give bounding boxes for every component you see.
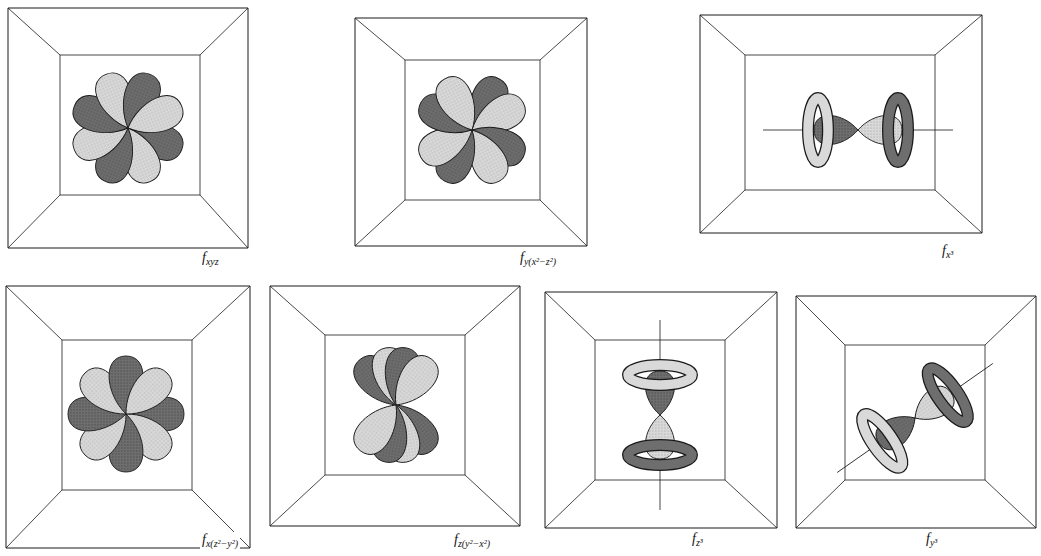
cube-depth-edge xyxy=(935,190,982,233)
cube-depth-edge xyxy=(192,286,250,340)
cube-back-edge xyxy=(405,60,540,200)
orbital-label: fxyz xyxy=(200,250,221,268)
orbital-lobe xyxy=(430,71,487,138)
cube-depth-edge xyxy=(985,480,1036,528)
orbital-cube xyxy=(700,15,982,233)
cube-front-edge xyxy=(270,286,520,526)
orbital-cube xyxy=(355,18,587,246)
cube-back-edge xyxy=(62,340,192,490)
cube-depth-edge xyxy=(935,15,982,55)
orbital-lobe xyxy=(645,371,674,415)
torus-ring xyxy=(888,98,908,162)
cube-depth-edge xyxy=(6,490,62,548)
cube-depth-edge xyxy=(8,195,60,248)
torus-ring xyxy=(628,365,692,385)
orbital-lobe xyxy=(858,115,902,144)
cube-depth-edge xyxy=(270,475,325,526)
orbital-label: fx(z²−y²) xyxy=(200,532,240,550)
orbital-label: fx³ xyxy=(940,243,955,261)
orbital-lobe xyxy=(122,90,189,144)
torus-ring xyxy=(921,363,974,427)
orbital-label: fy(x²−z²) xyxy=(518,250,558,268)
cube-back-edge xyxy=(60,55,200,195)
orbital-label: fy³ xyxy=(924,531,939,549)
cube-depth-edge xyxy=(540,200,587,246)
orbital-label: fz³ xyxy=(690,531,705,549)
orbital-cube xyxy=(270,286,520,526)
orbital-shape xyxy=(819,337,1011,498)
cube-depth-edge xyxy=(355,18,405,60)
cube-depth-edge xyxy=(465,475,520,526)
orbital-shape xyxy=(68,68,188,188)
torus-ring xyxy=(628,365,692,385)
cube-front-edge xyxy=(700,15,982,233)
cube-front-edge xyxy=(6,286,250,548)
orbital-cube xyxy=(796,296,1036,528)
cube-depth-edge xyxy=(545,480,595,528)
cube-depth-edge xyxy=(700,190,745,233)
cube-depth-edge xyxy=(8,8,60,55)
cube-depth-edge xyxy=(355,200,405,246)
cube-depth-edge xyxy=(465,286,520,335)
torus-ring xyxy=(921,363,974,427)
orbital-cube xyxy=(545,292,777,528)
cube-depth-edge xyxy=(200,8,248,55)
cube-depth-edge xyxy=(725,480,777,528)
cube-front-edge xyxy=(545,292,777,528)
orbital-lobe xyxy=(347,395,409,462)
axis-line xyxy=(837,364,993,473)
cube-back-edge xyxy=(745,55,935,190)
torus-ring xyxy=(888,98,908,162)
cube-back-edge xyxy=(325,335,465,475)
orbital-shape xyxy=(413,71,531,189)
orbital-label: fz(y²−x²) xyxy=(452,532,492,550)
torus-ring xyxy=(808,98,828,162)
orbital-cube xyxy=(8,8,248,248)
cube-depth-edge xyxy=(700,15,745,55)
cube-depth-edge xyxy=(270,286,325,335)
cube-depth-edge xyxy=(540,18,587,60)
torus-ring xyxy=(808,98,828,162)
torus-ring xyxy=(856,409,909,473)
orbital-lobe xyxy=(114,361,179,426)
cube-depth-edge xyxy=(200,195,248,248)
orbital-lobe xyxy=(645,415,674,459)
cube-depth-edge xyxy=(985,296,1036,345)
torus-ring xyxy=(628,445,692,465)
cube-depth-edge xyxy=(796,296,845,345)
orbital-cube xyxy=(6,286,250,548)
cube-depth-edge xyxy=(545,292,595,340)
cube-depth-edge xyxy=(796,480,845,528)
cube-front-edge xyxy=(8,8,248,248)
orbital-shape xyxy=(347,345,445,465)
cube-back-edge xyxy=(845,345,985,480)
orbital-shape xyxy=(68,356,184,472)
cube-front-edge xyxy=(355,18,587,246)
cube-depth-edge xyxy=(6,286,62,340)
torus-ring xyxy=(628,445,692,465)
torus-ring xyxy=(856,409,909,473)
cube-back-edge xyxy=(595,340,725,480)
cube-depth-edge xyxy=(725,292,777,340)
cube-front-edge xyxy=(796,296,1036,528)
orbital-lobe xyxy=(814,115,858,144)
orbital-shape xyxy=(628,320,692,510)
orbital-shape xyxy=(763,98,953,162)
